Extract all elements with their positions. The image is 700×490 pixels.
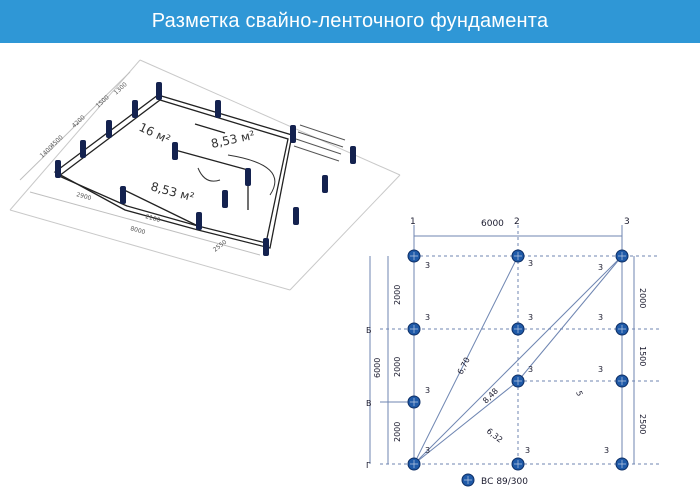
left-dimension-label: 2000 — [393, 357, 402, 377]
iso-pile — [120, 186, 126, 204]
legend-label: ВС 89/300 — [481, 477, 528, 487]
row-axis-label: Г — [366, 461, 371, 470]
left-dimension-label: 2000 — [393, 422, 402, 442]
pile-label: 3 — [425, 261, 430, 270]
pile-label: 3 — [604, 446, 609, 455]
row-axis-label: Б — [366, 326, 372, 335]
iso-pile — [55, 160, 61, 178]
ground-line — [289, 174, 401, 291]
left-total-dimension-label: 6000 — [373, 358, 382, 378]
iso-pile — [132, 100, 138, 118]
iso-dimension: 1300 — [113, 81, 129, 97]
iso-pile — [156, 82, 162, 100]
diagonal-line — [517, 255, 623, 382]
entrance-stairs — [293, 124, 346, 162]
pile-label: 3 — [528, 365, 533, 374]
iso-pile — [172, 142, 178, 160]
room-area-label: 8,53 м² — [149, 179, 196, 204]
iso-pile — [106, 120, 112, 138]
room-area-label: 16 м² — [137, 120, 173, 147]
dimension-line — [19, 71, 131, 181]
left-dimension-label: 2000 — [393, 285, 402, 305]
iso-pile — [322, 175, 328, 193]
pile-labels: 3 3 3 3 3 3 3 3 3 3 3 3 — [425, 259, 609, 455]
column-axis-label: 2 — [514, 217, 520, 227]
diagonal-line — [413, 380, 519, 465]
pile-label: 3 — [528, 259, 533, 268]
top-dimension-label: 6000 — [481, 219, 504, 229]
row-axis-label: В — [366, 399, 372, 408]
room-area-label: 8,53 м² — [210, 128, 257, 151]
pile-label: 3 — [528, 313, 533, 322]
ground-line — [9, 59, 141, 211]
pile-label: 3 — [598, 313, 603, 322]
iso-dimension: 2100 — [144, 213, 161, 224]
iso-pile — [293, 207, 299, 225]
pile-label: 3 — [425, 386, 430, 395]
pile-label: 3 — [598, 263, 603, 272]
pile-label: 3 — [425, 446, 430, 455]
pile-label: 3 — [425, 313, 430, 322]
pile-label: 3 — [525, 446, 530, 455]
diagonal-line — [413, 255, 623, 465]
pile-crosshairs — [410, 252, 626, 468]
isometric-plan: 16 м² 8,53 м² 8,53 м² 4200 1500 1300 140… — [9, 59, 401, 291]
diagonal-label: 6,70 — [456, 356, 472, 376]
diagonal-label: 5 — [574, 390, 584, 398]
door-arc — [197, 167, 221, 182]
ground-line — [9, 209, 291, 291]
column-axis-label: 1 — [410, 217, 416, 227]
legend-crosshair — [464, 476, 472, 484]
door-arc — [227, 154, 276, 196]
right-dimension-label: 2500 — [638, 414, 647, 434]
diagonal-line — [413, 255, 519, 465]
iso-piles — [55, 82, 356, 256]
header-banner: Разметка свайно-ленточного фундамента — [0, 0, 700, 43]
page-title: Разметка свайно-ленточного фундамента — [151, 10, 549, 32]
iso-pile — [350, 146, 356, 164]
dimension-line — [29, 191, 261, 256]
iso-dimension: 4500 — [49, 134, 65, 150]
foundation-drawing: 16 м² 8,53 м² 8,53 м² 4200 1500 1300 140… — [9, 59, 660, 487]
iso-dimension: 2900 — [75, 191, 92, 202]
right-dimension-label: 1500 — [638, 346, 647, 366]
iso-pile — [222, 190, 228, 208]
legend: ВС 89/300 — [461, 473, 528, 487]
iso-pile — [196, 212, 202, 230]
column-axis-label: 3 — [624, 217, 630, 227]
diagonal-label: 6,32 — [485, 426, 505, 444]
iso-dimension: 8000 — [129, 225, 146, 236]
iso-pile — [80, 140, 86, 158]
pile-label: 3 — [598, 365, 603, 374]
foundation-strips — [53, 94, 293, 249]
iso-pile — [263, 238, 269, 256]
iso-pile — [290, 125, 296, 143]
iso-pile — [245, 168, 251, 186]
ground-line — [139, 59, 401, 176]
right-dimension-label: 2000 — [638, 288, 647, 308]
iso-pile — [215, 100, 221, 118]
grid-plan: 1 2 3 Б В Г 6000 6000 2000 2000 2000 200… — [366, 217, 660, 487]
